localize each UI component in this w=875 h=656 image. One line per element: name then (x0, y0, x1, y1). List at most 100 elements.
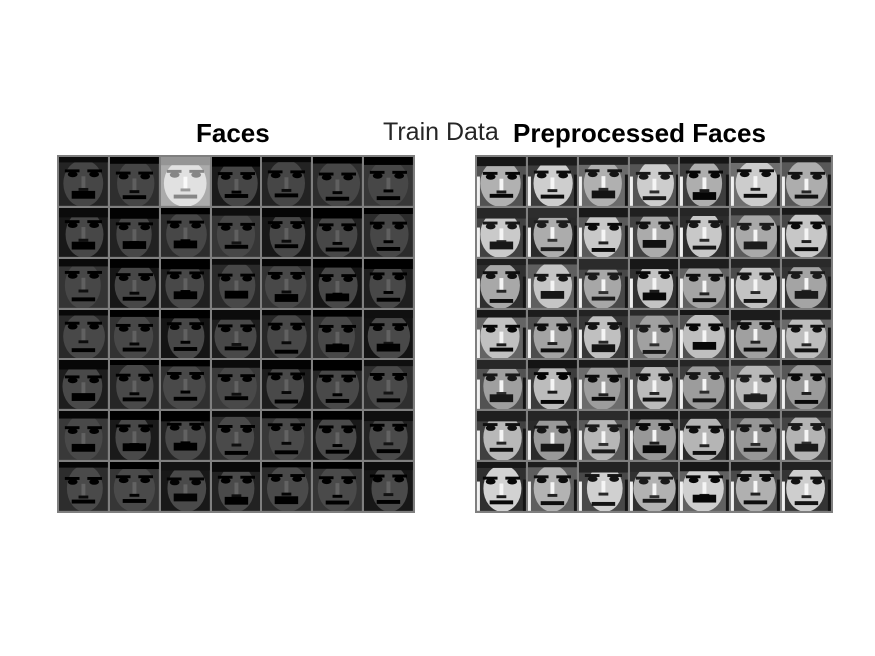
face-thumbnail (211, 411, 261, 461)
preprocessed-face-thumbnail (578, 157, 628, 206)
preprocessed-face-thumbnail (680, 309, 730, 359)
preprocessed-panel-title: Preprocessed Faces (513, 118, 766, 148)
face-thumbnail (109, 309, 159, 359)
faces-montage (57, 155, 415, 513)
face-thumbnail (262, 309, 312, 359)
face-thumbnail (109, 462, 159, 511)
preprocessed-face-thumbnail (527, 309, 577, 359)
preprocessed-face-thumbnail (477, 207, 526, 257)
preprocessed-face-thumbnail (629, 462, 679, 511)
preprocessed-face-thumbnail (680, 157, 730, 206)
face-thumbnail (160, 258, 210, 308)
preprocessed-face-thumbnail (680, 258, 730, 308)
preprocessed-face-thumbnail (477, 258, 526, 308)
preprocessed-face-thumbnail (731, 157, 781, 206)
preprocessed-face-thumbnail (578, 462, 628, 511)
face-thumbnail (262, 207, 312, 257)
face-thumbnail (262, 411, 312, 461)
preprocessed-face-thumbnail (578, 360, 628, 410)
preprocessed-face-thumbnail (680, 360, 730, 410)
face-thumbnail (364, 309, 413, 359)
face-thumbnail (364, 258, 413, 308)
face-thumbnail (160, 157, 210, 206)
face-thumbnail (59, 309, 108, 359)
preprocessed-face-thumbnail (731, 258, 781, 308)
face-thumbnail (160, 207, 210, 257)
preprocessed-face-thumbnail (782, 411, 831, 461)
preprocessed-face-thumbnail (680, 207, 730, 257)
face-thumbnail (59, 462, 108, 511)
preprocessed-face-thumbnail (477, 411, 526, 461)
face-thumbnail (109, 157, 159, 206)
face-thumbnail (59, 207, 108, 257)
preprocessed-face-thumbnail (731, 309, 781, 359)
preprocessed-face-thumbnail (578, 207, 628, 257)
face-thumbnail (109, 411, 159, 461)
preprocessed-face-thumbnail (680, 411, 730, 461)
face-thumbnail (313, 207, 363, 257)
face-thumbnail (59, 411, 108, 461)
face-thumbnail (262, 157, 312, 206)
preprocessed-face-thumbnail (629, 157, 679, 206)
face-thumbnail (160, 360, 210, 410)
preprocessed-face-thumbnail (629, 258, 679, 308)
face-thumbnail (59, 258, 108, 308)
preprocessed-face-thumbnail (782, 258, 831, 308)
preprocessed-face-thumbnail (782, 360, 831, 410)
face-thumbnail (109, 360, 159, 410)
preprocessed-face-thumbnail (527, 411, 577, 461)
face-thumbnail (313, 462, 363, 511)
preprocessed-face-thumbnail (527, 157, 577, 206)
face-thumbnail (262, 462, 312, 511)
face-thumbnail (211, 207, 261, 257)
preprocessed-face-thumbnail (782, 309, 831, 359)
preprocessed-face-thumbnail (578, 411, 628, 461)
preprocessed-face-thumbnail (477, 462, 526, 511)
preprocessed-face-thumbnail (527, 258, 577, 308)
face-thumbnail (160, 309, 210, 359)
face-thumbnail (211, 462, 261, 511)
face-thumbnail (109, 258, 159, 308)
preprocessed-face-thumbnail (629, 207, 679, 257)
face-thumbnail (313, 157, 363, 206)
preprocessed-face-thumbnail (527, 360, 577, 410)
preprocessed-face-thumbnail (782, 462, 831, 511)
face-thumbnail (313, 360, 363, 410)
face-thumbnail (364, 411, 413, 461)
face-thumbnail (364, 157, 413, 206)
preprocessed-face-thumbnail (731, 411, 781, 461)
preprocessed-face-thumbnail (629, 411, 679, 461)
preprocessed-face-thumbnail (578, 258, 628, 308)
face-thumbnail (109, 207, 159, 257)
preprocessed-face-thumbnail (527, 207, 577, 257)
preprocessed-faces-montage (475, 155, 833, 513)
face-thumbnail (313, 309, 363, 359)
face-thumbnail (313, 411, 363, 461)
preprocessed-face-thumbnail (782, 207, 831, 257)
preprocessed-face-thumbnail (477, 157, 526, 206)
preprocessed-face-thumbnail (629, 360, 679, 410)
figure-suptitle: Train Data (383, 118, 499, 146)
face-thumbnail (59, 157, 108, 206)
preprocessed-face-thumbnail (629, 309, 679, 359)
face-thumbnail (262, 360, 312, 410)
preprocessed-face-thumbnail (477, 360, 526, 410)
face-thumbnail (364, 360, 413, 410)
preprocessed-face-thumbnail (731, 207, 781, 257)
preprocessed-face-thumbnail (680, 462, 730, 511)
preprocessed-face-thumbnail (477, 309, 526, 359)
face-thumbnail (211, 309, 261, 359)
preprocessed-face-thumbnail (731, 360, 781, 410)
preprocessed-face-thumbnail (782, 157, 831, 206)
face-thumbnail (211, 157, 261, 206)
preprocessed-face-thumbnail (578, 309, 628, 359)
face-thumbnail (211, 258, 261, 308)
preprocessed-face-thumbnail (527, 462, 577, 511)
face-thumbnail (364, 207, 413, 257)
face-thumbnail (262, 258, 312, 308)
preprocessed-face-thumbnail (731, 462, 781, 511)
face-thumbnail (160, 462, 210, 511)
face-thumbnail (59, 360, 108, 410)
face-thumbnail (211, 360, 261, 410)
